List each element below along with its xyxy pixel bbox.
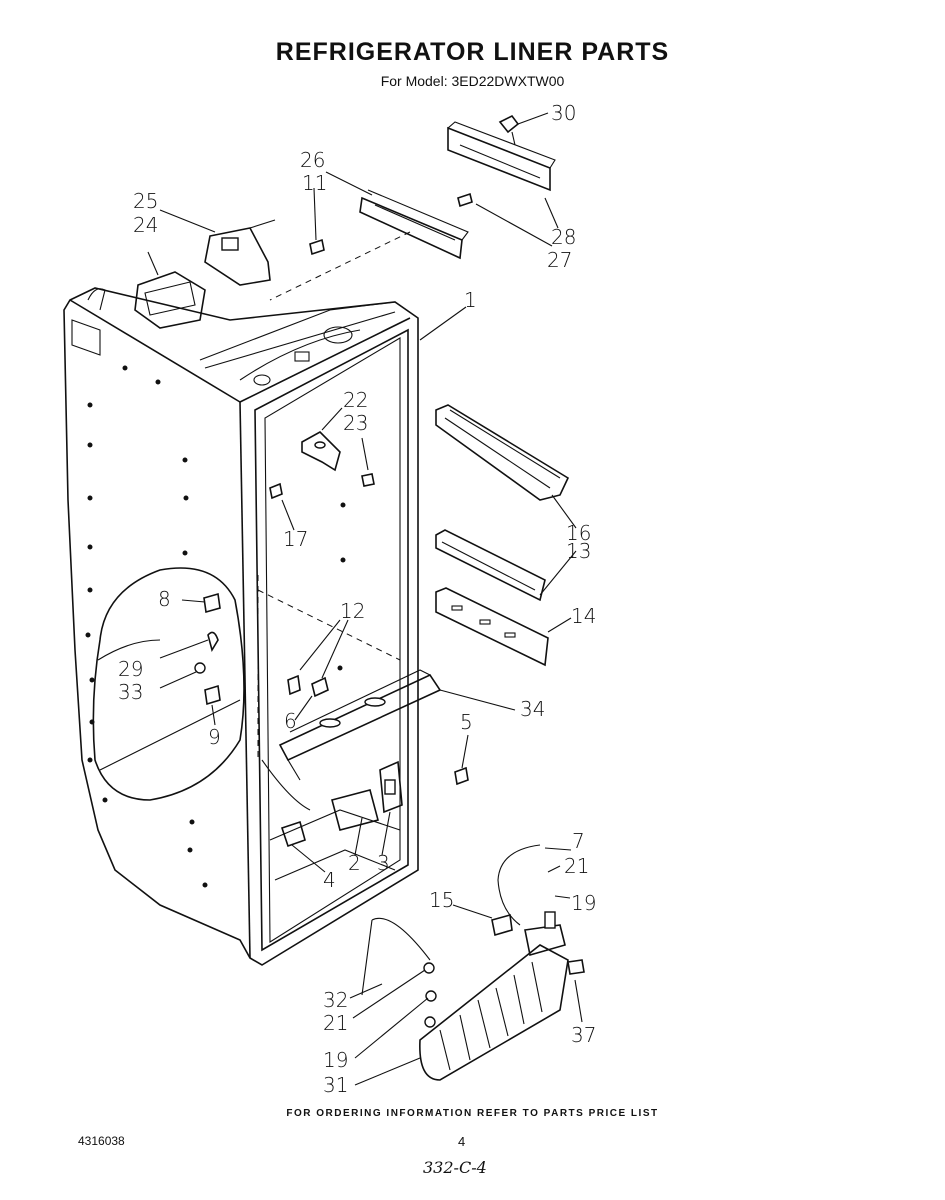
lower-brackets — [280, 760, 469, 848]
ordering-note: FOR ORDERING INFORMATION REFER TO PARTS … — [286, 1108, 659, 1119]
callout-19-bottom: 19 — [323, 1048, 348, 1072]
callout-23: 23 — [343, 411, 368, 435]
part-26-rail — [269, 189, 469, 301]
callout-31: 31 — [323, 1073, 348, 1097]
callout-6: 6 — [284, 709, 297, 733]
callout-9: 9 — [208, 725, 221, 749]
clip-12 — [287, 674, 329, 698]
callout-27: 27 — [547, 248, 572, 272]
callout-5: 5 — [460, 710, 473, 734]
callout-16: 16 — [566, 521, 591, 545]
callout-labels: 30 26 11 28 27 25 24 1 22 23 16 13 17 14… — [118, 101, 596, 1097]
handwritten-note: 332-C-4 — [423, 1158, 487, 1177]
part-22-bracket — [301, 431, 341, 472]
callout-3: 3 — [377, 851, 390, 875]
callout-12: 12 — [340, 599, 365, 623]
callout-13: 13 — [566, 539, 591, 563]
page-title: REFRIGERATOR LINER PARTS — [275, 38, 670, 66]
callout-7: 7 — [572, 829, 585, 853]
callout-37: 37 — [571, 1023, 596, 1047]
part-31-evaporator — [361, 844, 585, 1081]
part-24-housing — [134, 271, 206, 329]
liner-cabinet — [63, 287, 419, 966]
screw-17 — [269, 482, 283, 500]
callout-30: 30 — [551, 101, 576, 125]
leader-lines — [147, 112, 583, 1086]
screw-11 — [309, 238, 325, 256]
callout-19-top: 19 — [571, 891, 596, 915]
callout-1: 1 — [464, 288, 477, 312]
callout-17: 17 — [283, 527, 308, 551]
callout-2: 2 — [348, 851, 361, 875]
callout-34: 34 — [520, 697, 545, 721]
callout-29: 29 — [118, 657, 143, 681]
part-16-tray — [435, 404, 570, 501]
document-number: 4316038 — [78, 1134, 125, 1148]
detail-parts — [194, 592, 221, 706]
callout-14: 14 — [571, 604, 596, 628]
callout-11: 11 — [302, 171, 327, 195]
callout-8: 8 — [158, 587, 171, 611]
part-13-rail — [435, 529, 546, 602]
callout-21-top: 21 — [564, 854, 589, 878]
callout-28: 28 — [551, 225, 576, 249]
callout-22: 22 — [343, 388, 368, 412]
callout-21-bottom: 21 — [323, 1011, 348, 1035]
page-number: 4 — [458, 1134, 466, 1149]
part-25-bracket — [204, 219, 276, 286]
model-line: For Model: 3ED22DWXTW00 — [380, 73, 565, 89]
callout-33: 33 — [118, 680, 143, 704]
screw-23 — [361, 473, 375, 487]
part-34-rail — [278, 669, 442, 781]
callout-32: 32 — [323, 988, 348, 1012]
callout-15: 15 — [429, 888, 454, 912]
part-14-rail — [435, 587, 549, 667]
callout-4: 4 — [323, 868, 336, 892]
callout-24: 24 — [133, 213, 158, 237]
part-28-bracket — [447, 114, 556, 192]
callout-26: 26 — [300, 148, 325, 172]
screw-27 — [457, 192, 473, 208]
callout-25: 25 — [133, 189, 158, 213]
